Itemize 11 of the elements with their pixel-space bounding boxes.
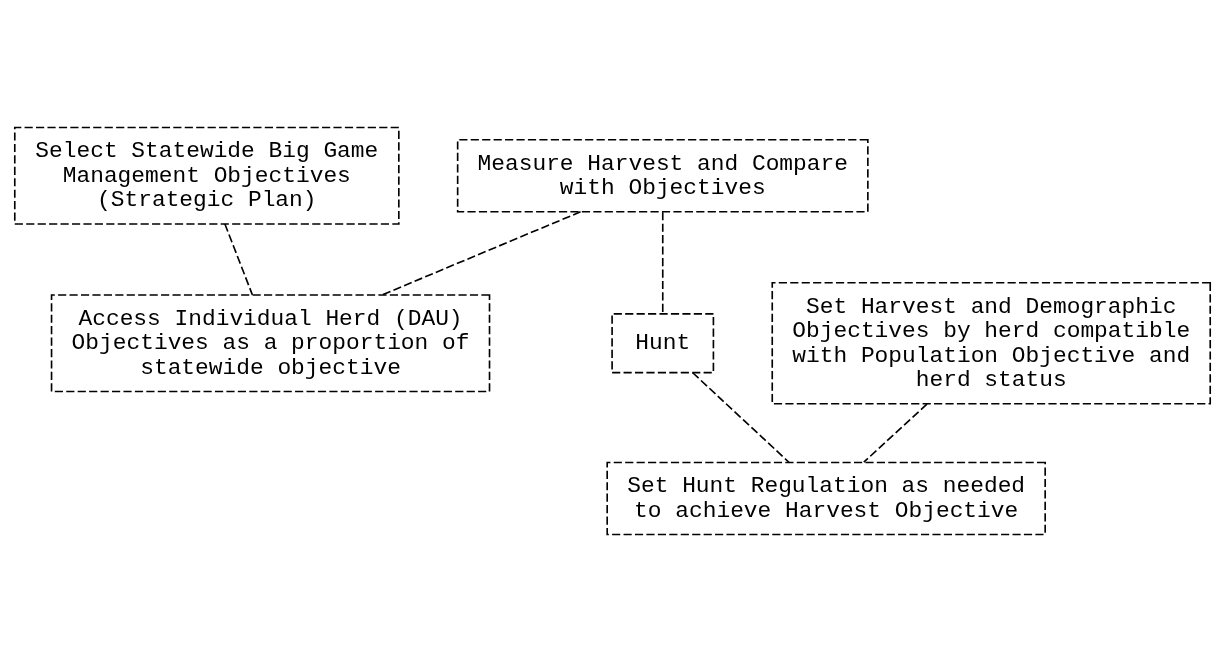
node-box: Set Hunt Regulation as needed to achieve Harvest Objective — [606, 461, 1046, 536]
connector — [691, 371, 790, 464]
node-box: Select Statewide Big Game Management Objectives (Strategic Plan) — [13, 126, 400, 225]
connector — [381, 211, 582, 296]
connector — [224, 223, 254, 296]
node-box: Set Harvest and Demographic Objectives by herd compatible with Population Objective and herd status — [771, 281, 1212, 405]
node-box: Hunt — [611, 313, 715, 374]
node-box: Measure Harvest and Compare with Objectives — [456, 138, 869, 213]
connector — [661, 211, 664, 315]
node-box: Access Individual Herd (DAU) Objectives as a proportion of statewide objective — [50, 294, 491, 393]
connector — [863, 403, 928, 463]
